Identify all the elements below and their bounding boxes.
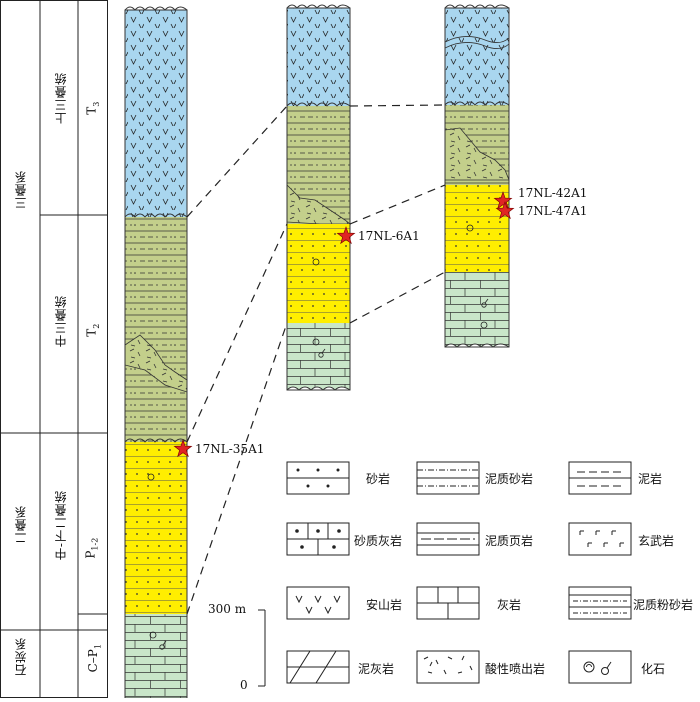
- column-2: [286, 4, 352, 391]
- swatch-sandy-limestone: [286, 522, 350, 556]
- sample-stars: [173, 191, 515, 458]
- legend-label-marl: 泥灰岩: [358, 662, 395, 676]
- legend-label-mudstone: 泥岩: [638, 472, 663, 486]
- scale-bar: [258, 609, 266, 687]
- star-17NL-42A1: [493, 191, 513, 210]
- sample-label-35a1: 17NL-35A1: [195, 442, 265, 456]
- legend-label-sandstone: 砂岩: [366, 472, 391, 486]
- sample-label-47a1: 17NL-47A1: [518, 204, 588, 218]
- legend-label-fossil: 化石: [641, 662, 666, 676]
- swatch-limestone: [416, 586, 480, 620]
- system-carboniferous: 石炭系: [14, 637, 28, 676]
- system-permian: 二叠系: [14, 505, 28, 544]
- stage-p12: P1-2: [83, 537, 100, 559]
- legend-label-muddy-sandstone: 泥质砂岩: [485, 472, 534, 486]
- swatch-fossil: [568, 650, 632, 684]
- legend-swatches: [286, 461, 632, 684]
- star-17NL-6A1: [336, 226, 356, 245]
- legend-label-basalt: 玄武岩: [638, 534, 675, 548]
- column-3: [444, 4, 510, 348]
- swatch-muddy-sandstone: [416, 461, 480, 495]
- swatch-mudstone: [568, 461, 632, 495]
- stage-t2: T2: [84, 323, 101, 337]
- swatch-marl: [286, 650, 350, 684]
- stage-cp1: C–P1: [85, 644, 103, 673]
- legend-label-muddy-shale: 泥质页岩: [485, 534, 534, 548]
- scale-bottom-label: 0: [240, 678, 248, 692]
- star-17NL-47A1: [495, 201, 515, 220]
- sample-label-6a1: 17NL-6A1: [358, 229, 420, 243]
- correlation-lines: [186, 104, 446, 615]
- legend-label-acid-volcanic: 酸性喷出岩: [485, 662, 546, 676]
- series-mid-lower-permian: 中-下二叠统: [54, 490, 68, 561]
- series-middle-triassic: 中三叠统: [54, 295, 68, 347]
- swatch-muddy-shale: [416, 522, 480, 556]
- swatch-sandstone: [286, 461, 350, 495]
- legend-label-limestone: 灰岩: [497, 598, 522, 612]
- legend-label-sandy-limestone: 砂质灰岩: [354, 534, 403, 548]
- legend-label-muddy-siltstone: 泥质粉砂岩: [633, 598, 694, 612]
- sample-label-42a1: 17NL-42A1: [518, 186, 588, 200]
- swatch-muddy-siltstone: [568, 586, 632, 620]
- series-upper-triassic: 上三叠统: [54, 72, 68, 124]
- swatch-andesite: [286, 586, 350, 620]
- stage-t3: T3: [84, 101, 101, 115]
- scale-top-label: 300 m: [208, 602, 247, 616]
- column-1: [124, 6, 188, 699]
- swatch-acid-volcanic: [416, 650, 480, 684]
- system-triassic: 三叠系: [14, 170, 28, 209]
- star-17NL-35A1: [173, 439, 193, 458]
- swatch-basalt: [568, 522, 632, 556]
- fossil-symbols: [147, 224, 489, 650]
- legend-label-andesite: 安山岩: [366, 598, 403, 612]
